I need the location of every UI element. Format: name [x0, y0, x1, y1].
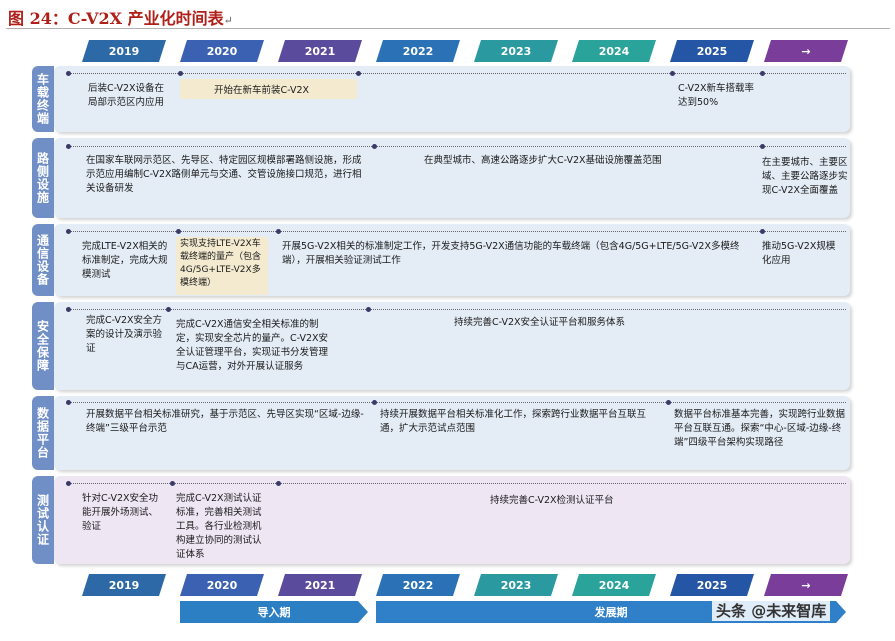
test-cell-2: 完成C-V2X测试认证标准，完善相关测试工具。各行业检测机构建立协同的测试认证体…: [176, 493, 262, 560]
highlight-box: [176, 237, 268, 295]
timeline-marker-dot: [760, 144, 765, 149]
category-roadside: 路侧设施: [32, 138, 54, 218]
timeline-marker-dot: [276, 481, 281, 486]
year-2023: 2023: [474, 40, 558, 62]
year-2019: 2019: [82, 574, 166, 596]
year-2025: 2025: [670, 40, 754, 62]
year-2024: 2024: [572, 40, 656, 62]
phase-intro: 导入期: [180, 601, 368, 623]
comm-cell-2: 实现支持LTE-V2X车载终端的量产（包含4G/5G+LTE-V2X多模终端）: [180, 239, 262, 288]
roadside-cell-2: 在典型城市、高速公路逐步扩大C-V2X基础设施覆盖范围: [424, 155, 662, 166]
category-test-cert: 测试认证: [32, 476, 54, 564]
category-vehicle-terminal: 车载终端: [32, 66, 54, 132]
year-2021: 2021: [278, 40, 362, 62]
test-cell-3: 持续完善C-V2X检测认证平台: [490, 495, 614, 506]
vehicle-cell-3: C-V2X新车搭载率达到50%: [678, 83, 755, 108]
timeline-marker-dot: [372, 400, 377, 405]
watermark: 头条 @未来智库: [712, 600, 831, 621]
year-2025: 2025: [670, 574, 754, 596]
vehicle-cell-1: 后装C-V2X设备在局部示范区内应用: [88, 83, 165, 108]
year-arrow: →: [764, 574, 848, 596]
year-2022: 2022: [376, 574, 460, 596]
data-cell-3: 数据平台标准基本完善，实现跨行业数据平台互联互通。探索“中心-区域-边缘-终端”…: [674, 409, 846, 448]
timeline-marker-dot: [66, 144, 71, 149]
timeline-dots: [66, 231, 846, 232]
timeline-marker-dot: [66, 481, 71, 486]
timeline-marker-dot: [178, 71, 183, 76]
timeline-marker-dot: [170, 481, 175, 486]
timeline-marker-dot: [276, 229, 281, 234]
vehicle-cell-2: 开始在新车前装C-V2X: [214, 85, 310, 96]
timeline-marker-dot: [176, 229, 181, 234]
year-2021: 2021: [278, 574, 362, 596]
category-data-platform: 数据平台: [32, 396, 54, 470]
category-communication: 通信设备: [32, 224, 54, 296]
data-cell-1: 开展数据平台相关标准研究，基于示范区、先导区实现“区域-边缘-终端”三级平台示范: [86, 409, 364, 434]
timeline-dots: [66, 146, 846, 147]
comm-cell-1: 完成LTE-V2X相关的标准制定，完成大规模测试: [82, 241, 168, 280]
timeline-marker-dot: [760, 71, 765, 76]
year-2022: 2022: [376, 40, 460, 62]
data-cell-2: 持续开展数据平台相关标准化工作，探索跨行业数据平台互联互通，扩大示范试点范围: [380, 409, 647, 434]
security-cell-2: 完成C-V2X通信安全相关标准的制定，实现安全芯片的量产。C-V2X安全认证管理…: [176, 319, 329, 372]
comm-cell-3: 开展5G-V2X相关的标准制定工作，开发支持5G-V2X通信功能的车载终端（包含…: [282, 241, 740, 266]
timeline-marker-dot: [666, 400, 671, 405]
year-arrow: →: [764, 40, 848, 62]
row-data-platform: [54, 396, 850, 470]
comm-cell-4: 推动5G-V2X规模化应用: [762, 241, 836, 266]
year-2019: 2019: [82, 40, 166, 62]
figure-title: 图 24：C-V2X 产业化时间表↵: [8, 9, 233, 28]
timeline-marker-dot: [66, 71, 71, 76]
timeline-marker-dot: [66, 229, 71, 234]
highlight-box: [180, 79, 357, 99]
security-cell-3: 持续完善C-V2X安全认证平台和服务体系: [454, 317, 626, 328]
test-cell-1: 针对C-V2X安全功能开展外场测试、验证: [82, 493, 159, 532]
year-2023: 2023: [474, 574, 558, 596]
timeline-marker-dot: [66, 400, 71, 405]
timeline-dots: [66, 402, 846, 403]
row-test-cert: [54, 476, 850, 564]
roadside-cell-1: 在国家车联网示范区、先导区、特定园区规模部署路侧设施，形成示范应用编制C-V2X…: [86, 155, 362, 194]
row-vehicle-terminal: [54, 66, 850, 132]
timeline-marker-dot: [366, 307, 371, 312]
timeline-dots: [66, 73, 846, 74]
year-2024: 2024: [572, 574, 656, 596]
roadside-cell-3: 在主要城市、主要区域、主要公路逐步实现C-V2X全面覆盖: [762, 157, 848, 196]
timeline-marker-dot: [356, 71, 361, 76]
category-security: 安全保障: [32, 302, 54, 390]
timeline-marker-dot: [372, 144, 377, 149]
row-roadside: [54, 138, 850, 218]
title-bar: 图 24：C-V2X 产业化时间表↵: [6, 2, 890, 29]
year-row-bottom: 2019 2020 2021 2022 2023 2024 2025 →: [0, 574, 895, 596]
timeline-marker-dot: [166, 307, 171, 312]
timeline-marker-dot: [760, 229, 765, 234]
year-2020: 2020: [180, 574, 264, 596]
timeline-dots: [66, 309, 846, 310]
timeline-dots: [66, 483, 846, 484]
year-2020: 2020: [180, 40, 264, 62]
timeline-marker-dot: [66, 307, 71, 312]
security-cell-1: 完成C-V2X安全方案的设计及演示验证: [86, 315, 163, 354]
year-row-top: 2019 2020 2021 2022 2023 2024 2025 →: [0, 40, 895, 62]
row-security: [54, 302, 850, 390]
timeline-marker-dot: [670, 71, 675, 76]
